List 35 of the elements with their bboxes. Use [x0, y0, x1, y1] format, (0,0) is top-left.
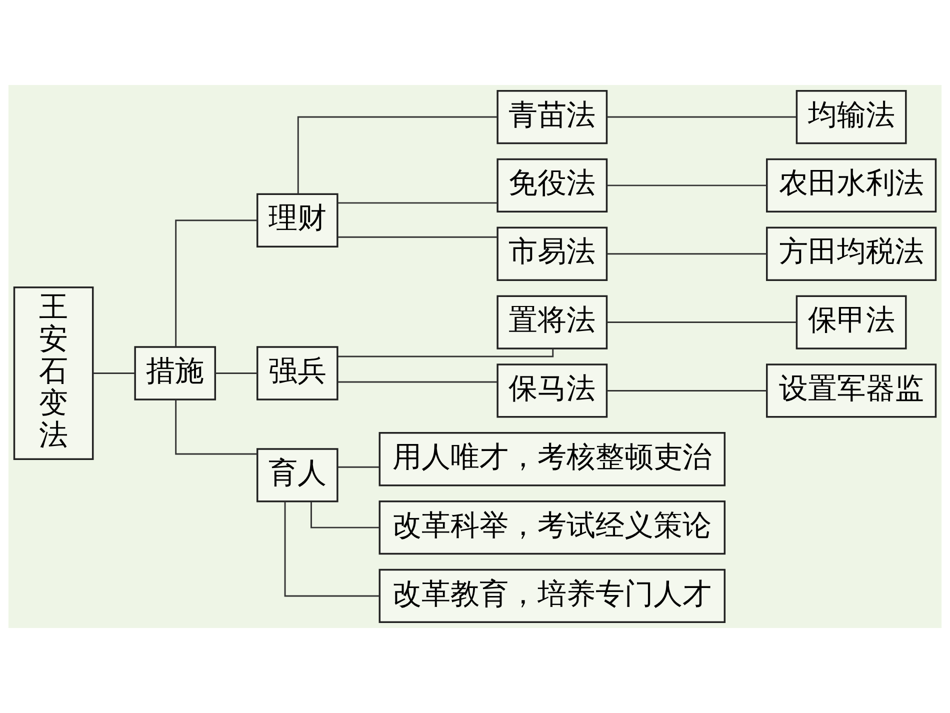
node-box: 强兵	[256, 346, 338, 400]
connector	[284, 501, 380, 597]
node-box: 免役法	[496, 158, 608, 213]
node-box: 用人唯才，考核整顿吏治	[378, 432, 726, 486]
node-box: 育人	[256, 448, 338, 502]
connector	[607, 116, 796, 118]
node-box: 设置军器监	[766, 364, 937, 418]
node-box: 王安石变法	[13, 286, 94, 460]
connector	[338, 381, 498, 383]
node-box: 保甲法	[796, 295, 907, 350]
connector	[338, 466, 380, 468]
node-box: 改革科举，考试经义策论	[378, 500, 726, 555]
connector	[338, 236, 498, 238]
node-box: 置将法	[496, 295, 608, 350]
connector	[607, 390, 767, 392]
connector	[607, 322, 796, 324]
node-box: 市易法	[496, 226, 608, 281]
node-box: 理财	[256, 193, 338, 248]
node-box: 均输法	[796, 90, 907, 144]
node-box: 措施	[134, 346, 216, 400]
node-box: 农田水利法	[766, 158, 937, 213]
connector	[175, 220, 257, 347]
connector	[310, 502, 380, 528]
connector	[607, 184, 767, 186]
connector	[607, 253, 767, 255]
connector	[215, 372, 258, 374]
node-box: 青苗法	[496, 90, 608, 144]
connector	[93, 372, 135, 374]
connector	[338, 348, 554, 358]
connector	[297, 116, 498, 194]
connector	[175, 400, 257, 455]
node-box: 改革教育，培养专门人才	[378, 568, 726, 624]
node-box: 保马法	[496, 364, 608, 418]
connector	[338, 202, 498, 204]
node-box: 方田均税法	[766, 226, 937, 281]
